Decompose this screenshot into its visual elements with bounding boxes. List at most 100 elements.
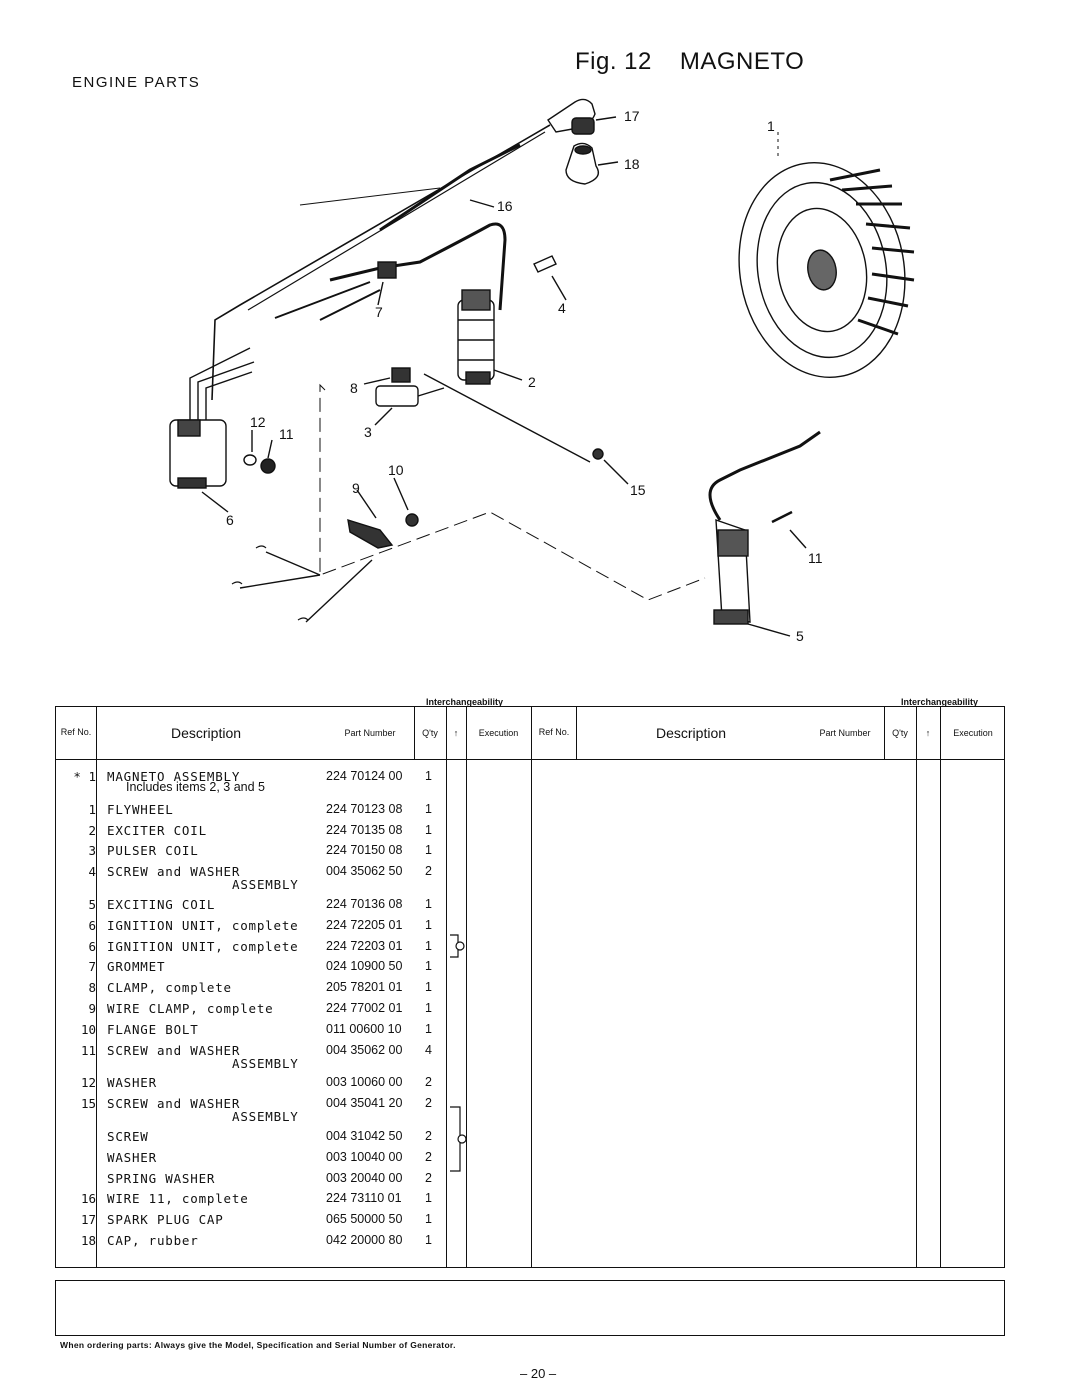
part-number-cell: 224 70136 08	[326, 896, 403, 911]
exciting-coil-part	[708, 430, 821, 625]
callout-6: 6	[226, 512, 234, 528]
qty-cell: 1	[425, 1021, 432, 1036]
ref-no-cell: 17	[80, 1212, 96, 1228]
part-number-cell: 224 70124 00	[326, 769, 403, 783]
ref-no-cell: 6	[88, 917, 96, 933]
description-cell: CAP, rubber	[107, 1232, 199, 1248]
col-divider	[531, 707, 532, 1267]
callout-11-bottom: 11	[808, 550, 823, 566]
part-number-cell: 224 73110 01	[326, 1191, 402, 1206]
ref-no-cell: 3	[88, 843, 96, 859]
header-qty: Q'ty	[422, 728, 438, 738]
table-row: 12 WASHER 003 10060 00 2	[56, 1075, 531, 1096]
callout-16: 16	[497, 198, 513, 214]
col-divider	[940, 707, 941, 1267]
header-marker-right: ↑	[925, 728, 931, 738]
description-cell: IGNITION UNIT, complete	[107, 917, 299, 933]
description-cell: SCREW	[107, 1128, 149, 1144]
exciter-coil-part	[457, 289, 495, 385]
ref-no-cell: 16	[80, 1191, 96, 1207]
description-sub-cell: ASSEMBLY	[232, 1055, 299, 1071]
col-divider	[96, 707, 97, 1267]
description-cell: FLYWHEEL	[107, 801, 174, 817]
description-cell: GROMMET	[107, 959, 166, 975]
description-cell: SCREW and WASHER	[107, 1096, 241, 1112]
qty-cell: 1	[425, 917, 432, 932]
part-number-cell: 224 70123 08	[326, 801, 403, 816]
part-number-cell: 003 20040 00	[326, 1170, 403, 1185]
part-number-cell: 024 10900 50	[326, 959, 403, 974]
figure-number: Fig. 12	[575, 48, 652, 75]
part-number-cell: 224 70150 08	[326, 843, 403, 858]
qty-cell: 2	[425, 1170, 432, 1185]
callout-8: 8	[350, 380, 358, 396]
description-cell: CLAMP, complete	[107, 980, 232, 996]
qty-cell: 1	[425, 959, 432, 974]
part-number-cell: 003 10060 00	[326, 1075, 403, 1090]
qty-cell: 1	[425, 896, 432, 911]
col-divider	[576, 707, 577, 759]
callout-10: 10	[388, 462, 404, 478]
description-cell: WASHER	[107, 1075, 157, 1091]
ref-no-cell: 7	[88, 959, 96, 975]
description-cell: EXCITER COIL	[107, 822, 207, 838]
header-part-number: Part Number	[344, 728, 396, 738]
header-description-right: Description	[655, 725, 727, 741]
figure-name: MAGNETO	[679, 48, 805, 75]
ref-no-cell: 2	[88, 822, 96, 838]
pulser-coil-part	[375, 367, 445, 407]
ref-no-cell: * 1	[73, 769, 96, 784]
description-cell: MAGNETO ASSEMBLY	[107, 769, 241, 784]
ref-no-cell: 4	[88, 864, 96, 880]
col-divider	[916, 707, 917, 1267]
exploded-diagram	[169, 98, 915, 637]
ref-no-cell: 11	[80, 1042, 96, 1058]
qty-cell: 2	[425, 1149, 432, 1164]
description-cell: SPARK PLUG CAP	[107, 1212, 224, 1228]
qty-cell: 1	[425, 769, 432, 783]
part-number-cell: 224 70135 08	[326, 822, 403, 837]
figure-title: Fig. 12 MAGNETO	[575, 48, 804, 76]
header-ref-no: Ref No.	[60, 727, 92, 738]
qty-cell: 1	[425, 843, 432, 858]
ref-no-cell: 15	[80, 1096, 96, 1112]
description-cell: IGNITION UNIT, complete	[107, 938, 299, 954]
callout-12: 12	[250, 414, 266, 430]
ordering-note: When ordering parts: Always give the Mod…	[60, 1340, 456, 1350]
page-number: – 20 –	[520, 1366, 557, 1381]
ref-no-cell: 9	[88, 1000, 96, 1016]
callout-18: 18	[624, 156, 640, 172]
callout-15: 15	[630, 482, 646, 498]
ref-no-cell: 12	[80, 1075, 96, 1091]
header-execution-right: Execution	[953, 728, 993, 738]
description-cell: SCREW and WASHER	[107, 864, 241, 880]
part-number-cell: 065 50000 50	[326, 1212, 403, 1227]
ref-no-cell: 1	[88, 801, 96, 817]
rubber-cap-part	[565, 142, 600, 185]
callout-5: 5	[796, 628, 804, 644]
callout-1: 1	[767, 118, 775, 134]
header-description: Description	[170, 725, 242, 741]
qty-cell: 1	[425, 1000, 432, 1015]
description-cell: WASHER	[107, 1149, 157, 1165]
interchangeability-label-left: Interchangeability	[426, 697, 504, 707]
description-cell: EXCITING COIL	[107, 896, 216, 912]
table-row: 7 GROMMET 024 10900 50 1	[56, 959, 531, 980]
ref-no-cell: 10	[80, 1021, 96, 1037]
qty-cell: 2	[425, 1128, 432, 1143]
spark-plug-cap-part	[547, 98, 596, 135]
ref-no-cell: 18	[80, 1232, 96, 1248]
interchangeability-label-right: Interchangeability	[901, 697, 979, 707]
qty-cell: 2	[425, 1075, 432, 1090]
